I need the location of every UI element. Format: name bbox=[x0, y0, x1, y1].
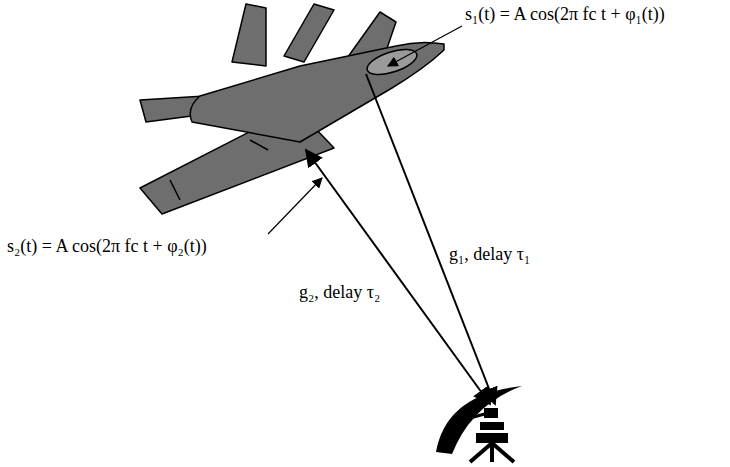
jet-plane bbox=[140, 4, 444, 214]
signal-equation: s₂(t) = A cos(2π fc t + φ₂(t)) bbox=[4, 236, 210, 258]
path-label: g₁, delay τ₁ bbox=[446, 244, 533, 266]
signal-paths bbox=[306, 74, 495, 404]
signal-equation: s₁(t) = A cos(2π fc t + φ₁(t)) bbox=[462, 4, 668, 26]
leader-lines bbox=[268, 26, 462, 234]
radar-dish bbox=[436, 386, 522, 462]
path-label: g₂, delay τ₂ bbox=[296, 282, 383, 304]
